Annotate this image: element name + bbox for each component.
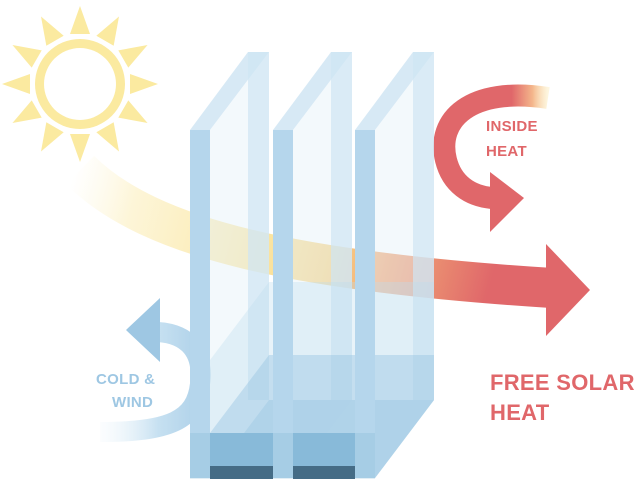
cold-wind-arrow	[99, 298, 211, 442]
inside-heat-arrow	[433, 84, 550, 232]
solar-heat-arrow	[65, 155, 590, 336]
free-solar-heat-label-line-1: FREE SOLAR	[490, 370, 635, 395]
free-solar-heat-label-line-2: HEAT	[490, 400, 550, 425]
cold-wind-label-line-1: COLD &	[96, 371, 156, 388]
sun-icon	[2, 6, 158, 162]
cold-wind-label-line-2: WIND	[112, 394, 154, 411]
inside-heat-label-line-2: HEAT	[486, 143, 527, 160]
inside-heat-label-line-1: INSIDE	[486, 118, 538, 135]
triple-glazed-window-icon	[190, 52, 434, 479]
